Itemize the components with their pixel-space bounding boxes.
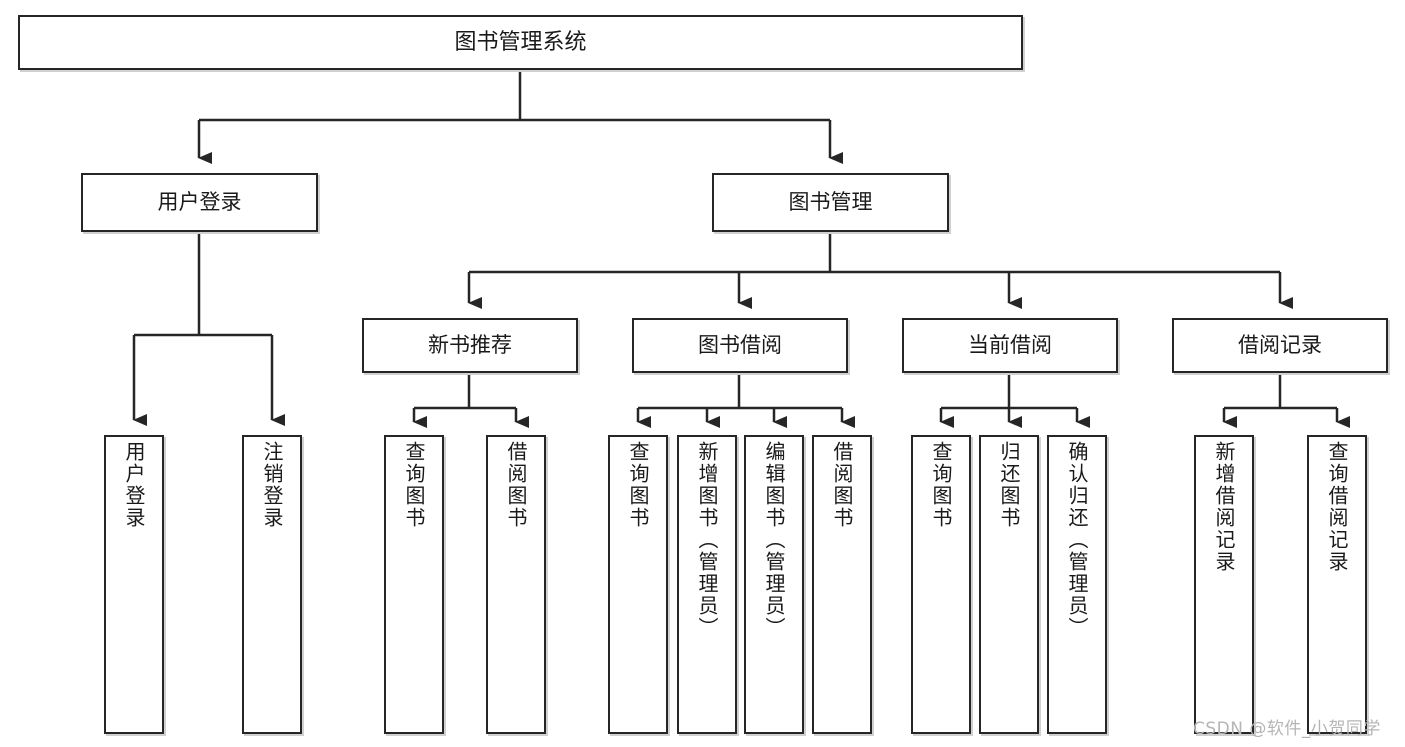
node-leaf-borrow-book[interactable]: 借阅图书 — [812, 435, 872, 734]
node-new-book-recommend[interactable]: 新书推荐 — [362, 318, 578, 373]
node-label: 用户登录 — [157, 190, 242, 215]
node-label: 新增图书（管理员） — [695, 441, 719, 639]
node-leaf-query-book-current[interactable]: 查询图书 — [911, 435, 971, 734]
node-label: 查询图书 — [626, 441, 650, 529]
node-label: 查询图书 — [929, 441, 953, 529]
node-label: 用户登录 — [122, 441, 146, 529]
node-label: 查询借阅记录 — [1325, 441, 1349, 573]
node-leaf-confirm-return-admin[interactable]: 确认归还（管理员） — [1047, 435, 1107, 734]
node-label: 确认归还（管理员） — [1065, 441, 1089, 639]
node-user-login[interactable]: 用户登录 — [81, 173, 318, 232]
node-label: 归还图书 — [997, 441, 1021, 529]
node-label: 当前借阅 — [968, 333, 1052, 358]
node-leaf-logout[interactable]: 注销登录 — [242, 435, 302, 734]
node-label: 借阅图书 — [830, 441, 854, 529]
node-current-borrow[interactable]: 当前借阅 — [902, 318, 1118, 373]
node-label: 借阅图书 — [504, 441, 528, 529]
node-leaf-query-book-new[interactable]: 查询图书 — [384, 435, 444, 734]
node-leaf-return-book[interactable]: 归还图书 — [979, 435, 1039, 734]
node-label: 图书管理系统 — [454, 29, 587, 55]
node-book-borrow[interactable]: 图书借阅 — [632, 318, 848, 373]
node-label: 新书推荐 — [428, 333, 512, 358]
node-label: 图书管理 — [788, 190, 873, 215]
node-leaf-edit-book-admin[interactable]: 编辑图书（管理员） — [744, 435, 804, 734]
node-borrow-record[interactable]: 借阅记录 — [1172, 318, 1388, 373]
node-leaf-add-book-admin[interactable]: 新增图书（管理员） — [677, 435, 737, 734]
node-leaf-query-book-borrow[interactable]: 查询图书 — [608, 435, 668, 734]
node-label: 借阅记录 — [1238, 333, 1322, 358]
node-leaf-borrow-book-new[interactable]: 借阅图书 — [486, 435, 546, 734]
node-leaf-add-borrow-record[interactable]: 新增借阅记录 — [1194, 435, 1254, 734]
node-root-system[interactable]: 图书管理系统 — [18, 15, 1023, 70]
node-book-management[interactable]: 图书管理 — [712, 173, 949, 232]
csdn-watermark: CSDN @软件_小贺同学 — [1193, 719, 1381, 739]
node-label: 注销登录 — [260, 441, 284, 529]
node-leaf-query-borrow-record[interactable]: 查询借阅记录 — [1307, 435, 1367, 734]
node-label: 编辑图书（管理员） — [762, 441, 786, 639]
node-label: 图书借阅 — [698, 333, 782, 358]
node-leaf-user-login[interactable]: 用户登录 — [104, 435, 164, 734]
node-label: 查询图书 — [402, 441, 426, 529]
node-label: 新增借阅记录 — [1212, 441, 1236, 573]
